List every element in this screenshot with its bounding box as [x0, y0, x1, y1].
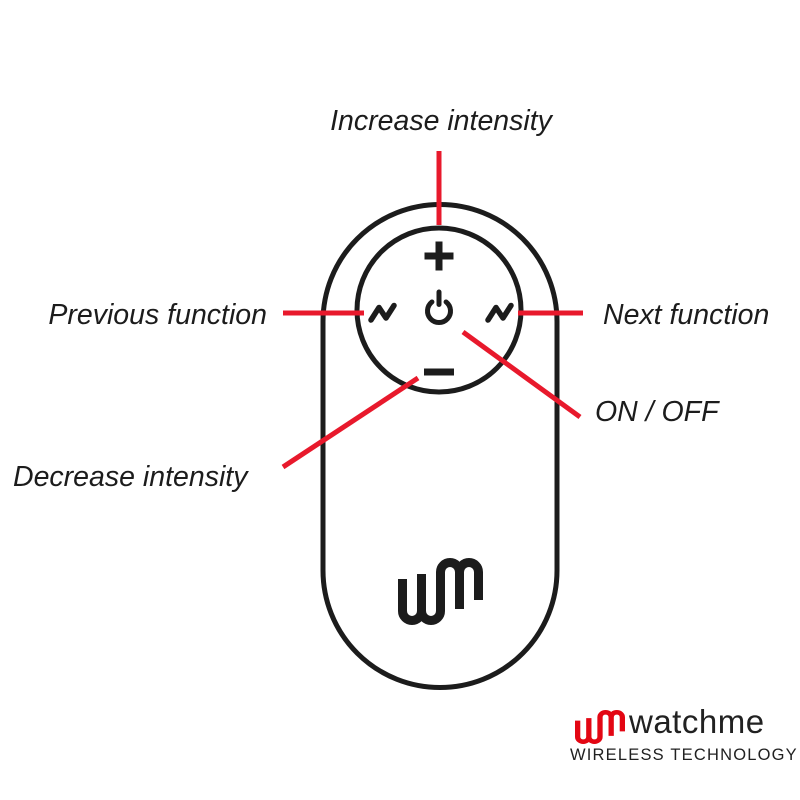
brand-logo-icon [575, 710, 625, 744]
label-next-function: Next function [603, 299, 770, 331]
label-decrease-intensity: Decrease intensity [13, 461, 248, 493]
brand-name: watchme [629, 703, 765, 740]
power-icon [425, 289, 453, 325]
label-on-off: ON / OFF [595, 396, 719, 428]
brand-tagline: WIRELESS TECHNOLOGY [570, 746, 798, 764]
brand-monogram-path [575, 710, 625, 744]
callout-lines [281, 151, 583, 470]
wm-monogram-icon [398, 558, 483, 625]
plus-icon [424, 241, 454, 271]
label-previous-function: Previous function [48, 299, 267, 331]
callout-line-onoff [461, 329, 582, 420]
callout-line-decrease [281, 375, 420, 470]
control-ring-outline [354, 225, 524, 395]
power-arc [425, 299, 453, 325]
previous-wave-icon [368, 302, 397, 323]
label-increase-intensity: Increase intensity [330, 105, 552, 137]
next-wave-icon [485, 302, 514, 323]
